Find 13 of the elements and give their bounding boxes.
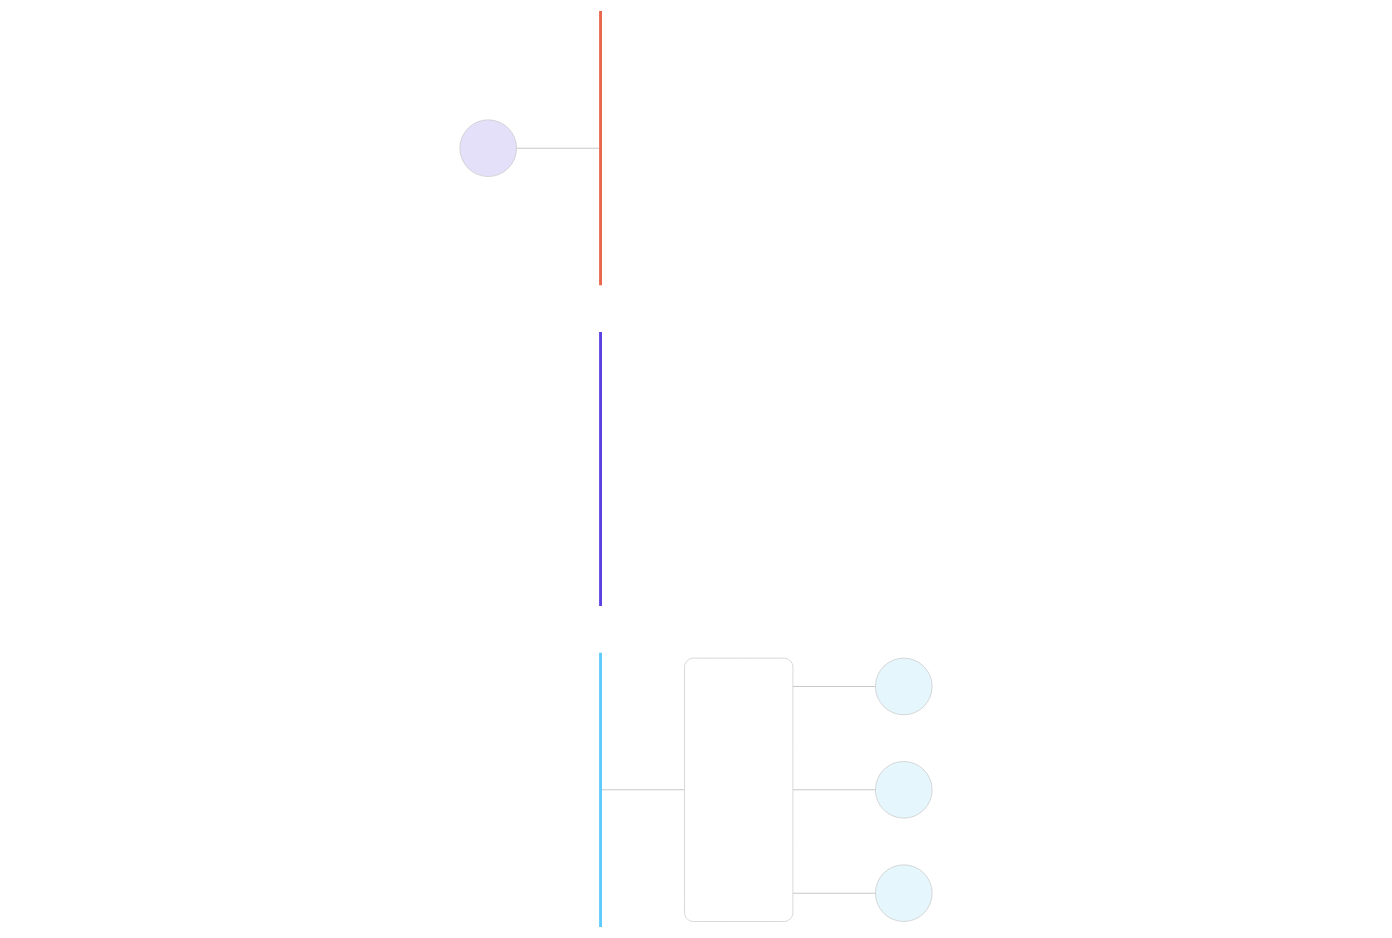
- node-bar: [599, 331, 602, 607]
- node-box: [684, 657, 794, 922]
- node-bar: [599, 11, 602, 286]
- node-person: [875, 657, 933, 716]
- connector: [792, 685, 876, 687]
- connector: [516, 147, 600, 149]
- node-bar: [599, 652, 602, 927]
- node-circle: [459, 119, 517, 177]
- connector: [792, 789, 876, 791]
- connector: [792, 892, 876, 894]
- node-person: [875, 864, 933, 922]
- node-person: [875, 761, 933, 819]
- connector: [601, 789, 685, 791]
